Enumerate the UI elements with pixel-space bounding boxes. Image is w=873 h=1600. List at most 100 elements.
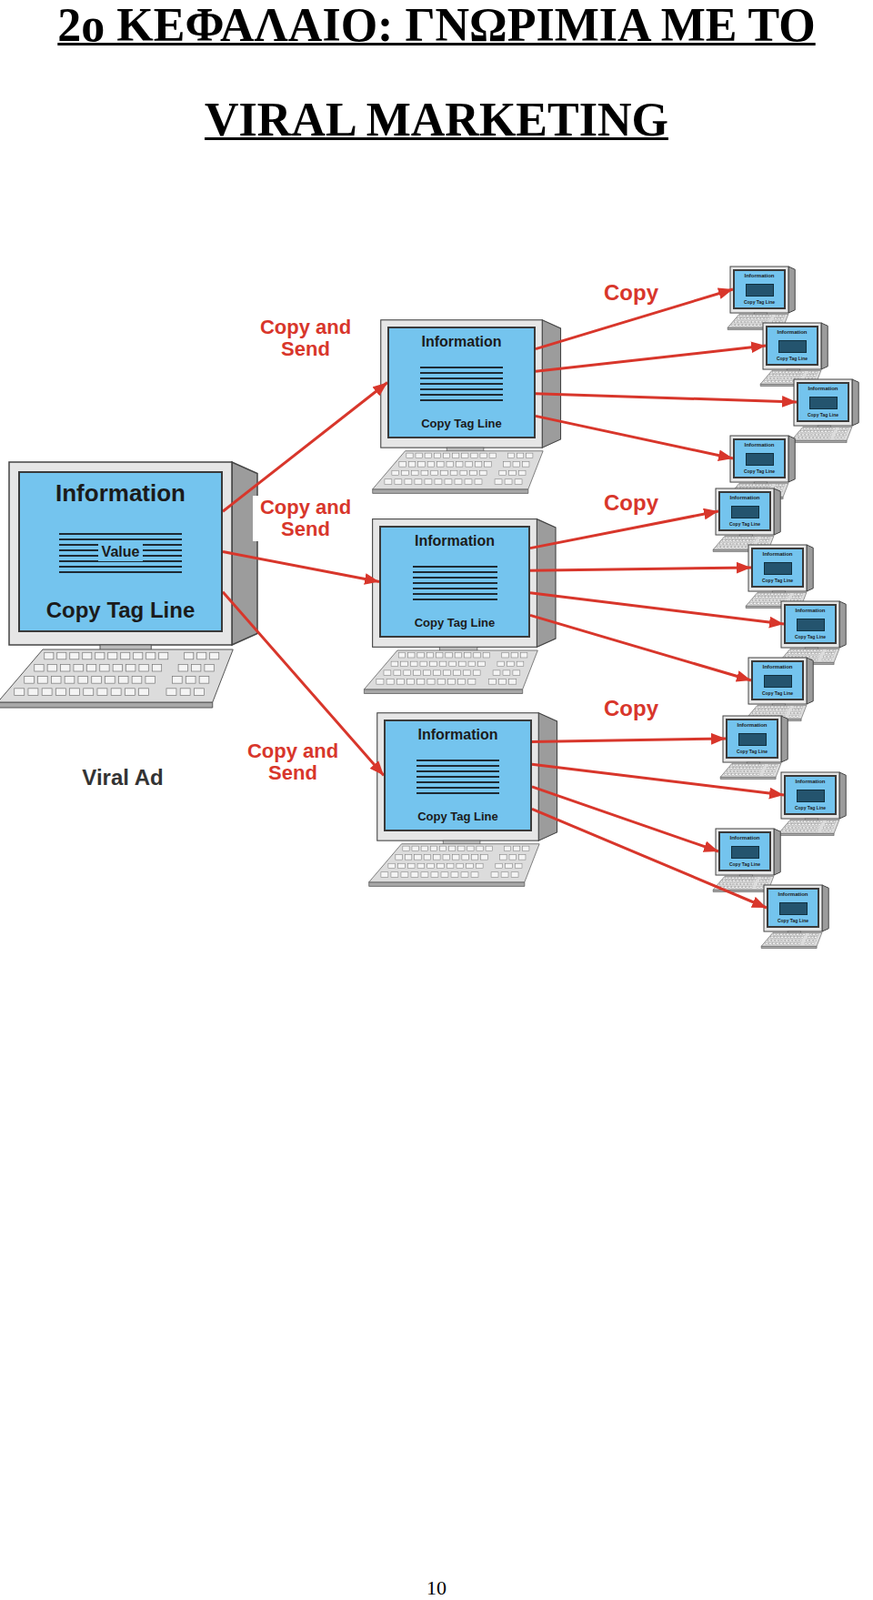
key <box>500 854 508 860</box>
key <box>799 933 803 935</box>
key <box>792 939 795 942</box>
keyboard-edge <box>369 882 525 887</box>
key <box>785 939 789 942</box>
monitor-side <box>852 379 859 426</box>
key <box>761 536 764 539</box>
copy-arrow <box>535 345 766 372</box>
small-screen: InformationCopy Tag Line <box>766 887 820 928</box>
key <box>790 942 793 944</box>
key <box>777 705 781 708</box>
key <box>797 649 801 652</box>
key <box>801 936 804 939</box>
key <box>439 661 447 667</box>
key <box>720 542 723 545</box>
key <box>809 826 813 829</box>
key <box>521 461 530 467</box>
key <box>407 862 415 868</box>
key <box>785 596 789 599</box>
screen-image <box>731 845 760 859</box>
key <box>761 602 764 604</box>
key <box>814 829 818 832</box>
key <box>787 592 791 595</box>
key <box>721 545 724 548</box>
key <box>384 479 392 484</box>
arrow-label: Copy <box>601 490 662 516</box>
key <box>792 371 795 373</box>
key <box>820 820 823 823</box>
key <box>509 470 517 475</box>
monitor-side <box>536 519 556 648</box>
copy-arrow <box>530 592 784 624</box>
key <box>792 933 796 935</box>
key <box>394 479 402 484</box>
key <box>755 709 759 712</box>
key <box>743 883 747 885</box>
key <box>763 318 767 321</box>
key <box>753 602 757 604</box>
key <box>38 676 49 684</box>
key <box>788 377 792 380</box>
key <box>512 845 520 851</box>
key <box>772 374 776 377</box>
key <box>133 652 143 660</box>
key <box>762 596 765 599</box>
key <box>751 536 754 539</box>
key <box>751 876 754 879</box>
key <box>511 652 518 658</box>
key <box>458 845 465 851</box>
key <box>476 845 483 851</box>
key <box>779 709 783 712</box>
key <box>739 540 743 542</box>
key <box>728 536 732 539</box>
monitor-bezel <box>381 320 542 448</box>
key <box>193 688 204 696</box>
key <box>445 652 452 658</box>
computer-monitor <box>712 828 781 893</box>
key <box>418 461 426 467</box>
key <box>728 545 732 548</box>
copy-arrow <box>531 738 726 743</box>
key <box>769 483 773 486</box>
key <box>792 709 795 712</box>
key <box>441 872 449 877</box>
key <box>769 314 773 317</box>
key <box>812 436 816 439</box>
screen-text: Value <box>98 543 144 561</box>
computer-monitor <box>712 488 781 552</box>
key <box>821 431 824 433</box>
key <box>797 712 801 714</box>
key <box>766 599 770 602</box>
key <box>768 939 772 942</box>
key <box>841 431 844 433</box>
key <box>473 652 481 658</box>
key <box>757 318 761 321</box>
key <box>749 885 753 888</box>
key <box>740 767 743 770</box>
key <box>471 854 479 860</box>
key <box>756 772 760 775</box>
monitor-bezel <box>781 772 840 819</box>
monitor-bezel <box>781 601 840 648</box>
key <box>740 318 743 321</box>
key <box>735 772 739 775</box>
key <box>739 763 743 766</box>
key <box>775 314 779 317</box>
monitor-bezel <box>730 435 789 482</box>
key <box>798 823 802 826</box>
key <box>50 676 61 684</box>
key <box>411 845 419 851</box>
key <box>794 652 798 655</box>
key <box>790 374 793 377</box>
key <box>806 374 810 377</box>
key <box>722 540 726 542</box>
keyboard <box>761 932 823 946</box>
key <box>741 876 744 879</box>
screen-image <box>779 902 808 915</box>
monitor-bezel <box>715 828 774 875</box>
key <box>786 942 790 944</box>
screen-text: Copy Tag Line <box>729 521 761 528</box>
keyboard-edge <box>778 832 834 835</box>
key <box>761 705 764 708</box>
key <box>413 670 422 676</box>
monitor-side <box>788 266 795 313</box>
